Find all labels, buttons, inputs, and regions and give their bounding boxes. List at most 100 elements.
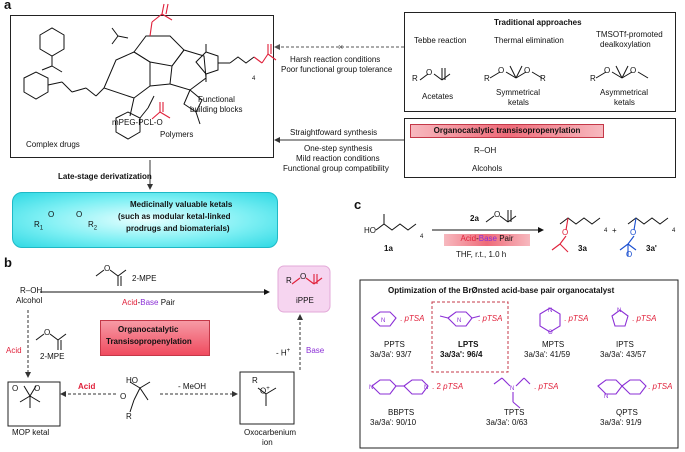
- ppts-ptsa: . pTSA: [400, 314, 425, 323]
- mpe-left-structure: [35, 333, 67, 350]
- mpts-ratio: 3a/3a': 41/59: [524, 350, 571, 359]
- polymer-isopropenyl: [151, 102, 171, 120]
- label-3a: 3a: [578, 244, 587, 253]
- bbpts-ratio: 3a/3a': 90/10: [370, 418, 417, 427]
- valuable-label-1: Medicinally valuable ketals: [130, 200, 233, 209]
- straightforward-arrow: [274, 137, 404, 143]
- product-3a-prime-structure: [619, 217, 669, 256]
- mop-o1-atom: O: [12, 384, 19, 393]
- 3a-prime-o1-atom: O: [630, 228, 637, 237]
- label-1a: 1a: [384, 244, 393, 253]
- ipts-ratio: 3a/3a': 43/57: [600, 350, 647, 359]
- fgc-text: Functional group compatibility: [283, 164, 389, 173]
- traditional-approaches-box: [404, 12, 676, 112]
- svg-text:×: ×: [338, 42, 343, 52]
- alcohols-label: Alcohols: [472, 164, 503, 173]
- int-r-atom: R: [126, 412, 132, 421]
- 3a-prime-o2-atom: O: [626, 250, 633, 259]
- oxocarbenium-label-1: Oxocarbenium: [244, 428, 297, 437]
- thermal-label: Thermal elimination: [494, 36, 564, 45]
- acetate-structure: [419, 68, 451, 81]
- b-box-label-1: Organocatalytic: [118, 325, 179, 334]
- b-base-label: Base: [306, 346, 325, 355]
- valuable-ketals-box: [12, 192, 278, 248]
- b-h-plus: - H+: [276, 348, 291, 358]
- late-stage-arrow: [147, 160, 153, 190]
- 3a-o-atom: O: [562, 228, 569, 237]
- lpts-ratio: 3a/3a': 96/4: [440, 350, 483, 359]
- oxo-o-atom: O+: [260, 386, 270, 396]
- ketal-o1-atom: O: [48, 210, 55, 219]
- sym-o1-atom: O: [498, 66, 505, 75]
- alcohol-1a-structure: [375, 214, 417, 231]
- b-acid-bottom: Acid: [78, 382, 96, 391]
- ippe-r-atom: R: [286, 276, 292, 285]
- lpts-name: LPTS: [458, 340, 479, 349]
- bbpts-n2-atom: N: [424, 385, 429, 391]
- straightforward-text: Straightfoward synthesis: [290, 128, 378, 137]
- harsh-conditions-arrow: ×: [274, 42, 404, 52]
- asymmetrical-label-2: ketals: [614, 98, 635, 107]
- functional-label-1: Functional: [198, 95, 235, 104]
- mop-ketal-structure: [19, 385, 41, 408]
- tebbe-label: Tebbe reaction: [414, 36, 467, 45]
- oxocarbenium-structure: [257, 387, 277, 406]
- ipts-ptsa: . pTSA: [632, 314, 657, 323]
- reagent-2a: 2a: [470, 214, 479, 223]
- b-pair-label: Acid-Base Pair: [122, 298, 175, 307]
- b-mpe-label: 2-MPE: [132, 274, 157, 283]
- oxocarbenium-label-2: ion: [262, 438, 273, 447]
- mpe-o-atom: O: [104, 264, 111, 273]
- mpe-top-structure: [95, 269, 127, 286]
- panel-b-letter: b: [4, 255, 12, 270]
- b-minus-meoh: - MeOH: [178, 382, 206, 391]
- ipts-name: IPTS: [616, 340, 634, 349]
- b-roh-label: R–OH: [20, 286, 43, 295]
- acetate-r-atom: R: [412, 74, 418, 83]
- qpts-n-atom: N: [604, 394, 609, 400]
- lpts-n-atom: N: [457, 318, 462, 324]
- drug-isopropenyl-group: [149, 3, 173, 37]
- valuable-label-3: prodrugs and biomaterials): [126, 224, 230, 233]
- ippe-structure: [291, 274, 323, 285]
- qpts-ptsa: . pTSA: [648, 382, 673, 391]
- complex-drugs-label: Complex drugs: [26, 140, 80, 149]
- 3a-prime-subscript: 4: [672, 228, 676, 234]
- int-ho-atom: HO: [126, 376, 138, 385]
- oxo-r-atom: R: [252, 376, 258, 385]
- ipts-n-atom: N: [617, 308, 622, 314]
- building-block-isopropenyl: [253, 44, 277, 64]
- maleimide-structure: [195, 44, 255, 82]
- sym-r1-atom: R: [484, 74, 490, 83]
- tmsotf-label-1: TMSOTf-promoted: [596, 30, 663, 39]
- b-alcohol-label: Alcohol: [16, 296, 43, 305]
- b-box-label-2: Transisopropenylation: [106, 337, 192, 346]
- bbpts-n1-atom: N: [369, 385, 374, 391]
- tpts-ptsa: . pTSA: [534, 382, 559, 391]
- organocatalytic-box: [404, 118, 676, 178]
- complex-drug-structure: [23, 27, 207, 140]
- mild-text: Mild reaction conditions: [296, 154, 380, 163]
- one-step-text: One-step synthesis: [304, 144, 373, 153]
- ppts-name: PPTS: [384, 340, 405, 349]
- mpe-left-o-atom: O: [44, 328, 51, 337]
- 1a-ho-atom: HO: [364, 226, 376, 235]
- polymer-formula: mPEG-PCL-O: [112, 118, 163, 127]
- chain-subscript: 4: [252, 76, 256, 82]
- qpts-name: QPTS: [616, 408, 638, 417]
- c-plus: +: [612, 226, 617, 235]
- symmetrical-label-1: Symmetrical: [496, 88, 541, 97]
- poor-tolerance-text: Poor functional group tolerance: [281, 65, 393, 74]
- asym-o1-atom: O: [604, 66, 611, 75]
- qpts-ratio: 3a/3a': 91/9: [600, 418, 642, 427]
- 1a-subscript: 4: [420, 234, 424, 240]
- lpts-ptsa: . pTSA: [478, 314, 503, 323]
- polymers-label: Polymers: [160, 130, 194, 139]
- ippe-label: iPPE: [296, 296, 314, 305]
- bbpts-name: BBPTS: [388, 408, 415, 417]
- asym-r-atom: R: [590, 74, 596, 83]
- product-3a-structure: [551, 217, 601, 253]
- symmetrical-ketal-structure: [489, 65, 543, 79]
